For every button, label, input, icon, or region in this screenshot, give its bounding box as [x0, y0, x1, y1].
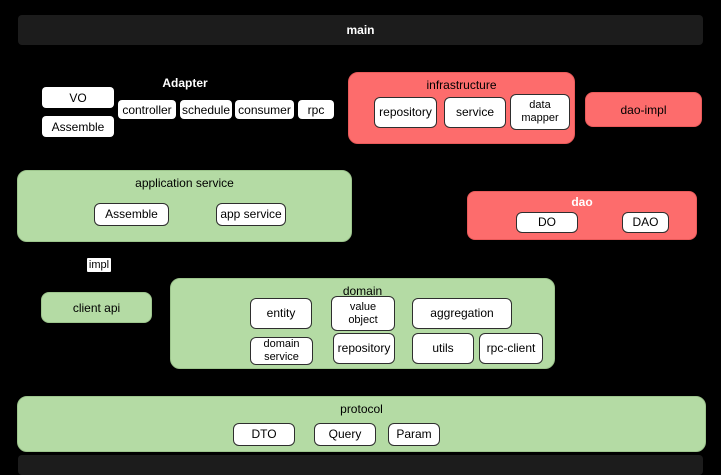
infrastructure-container: infrastructure repository service data m…	[348, 72, 575, 144]
utils-node: utils	[412, 333, 474, 364]
main-bar: main	[18, 15, 703, 45]
value-object-node: value object	[331, 296, 395, 331]
assemble-node: Assemble	[42, 116, 114, 137]
data-mapper-node: data mapper	[510, 94, 570, 130]
infrastructure-title: infrastructure	[426, 78, 497, 92]
adapter-group-label: Adapter	[162, 76, 208, 90]
domain-service-node: domain service	[250, 337, 313, 365]
main-bar-label: main	[346, 23, 375, 37]
rpc-client-node: rpc-client	[479, 333, 543, 364]
client-api-label: client api	[72, 300, 121, 315]
impl-label: impl	[87, 258, 111, 272]
dao-title: dao	[571, 195, 593, 209]
bottom-bar	[18, 455, 703, 475]
schedule-node: schedule	[180, 100, 232, 119]
app-service-node: app service	[216, 203, 286, 226]
client-api-node: client api	[41, 292, 152, 323]
domain-title: domain	[342, 284, 383, 298]
dto-node: DTO	[233, 423, 295, 446]
dao-container: dao DO DAO	[467, 191, 697, 240]
aggregation-node: aggregation	[412, 298, 512, 329]
param-node: Param	[388, 423, 440, 446]
dao-impl-node: dao-impl	[585, 92, 702, 127]
protocol-container: protocol DTO Query Param	[17, 396, 706, 452]
application-service-title: application service	[135, 176, 234, 190]
repository-node-domain: repository	[333, 333, 395, 364]
query-node: Query	[314, 423, 376, 446]
entity-node: entity	[250, 298, 312, 329]
dao-impl-label: dao-impl	[620, 102, 667, 117]
vo-node: VO	[42, 87, 114, 108]
service-node: service	[444, 97, 506, 128]
repository-node: repository	[374, 97, 437, 128]
rpc-node: rpc	[298, 100, 334, 119]
controller-node: controller	[118, 100, 176, 119]
assemble-node-app-service: Assemble	[94, 203, 169, 226]
protocol-title: protocol	[340, 402, 383, 416]
do-node: DO	[516, 212, 578, 233]
application-service-container: application service Assemble app service	[17, 170, 352, 242]
dao-node: DAO	[622, 212, 669, 233]
consumer-node: consumer	[235, 100, 294, 119]
domain-container: domain entity value object aggregation d…	[170, 278, 555, 369]
